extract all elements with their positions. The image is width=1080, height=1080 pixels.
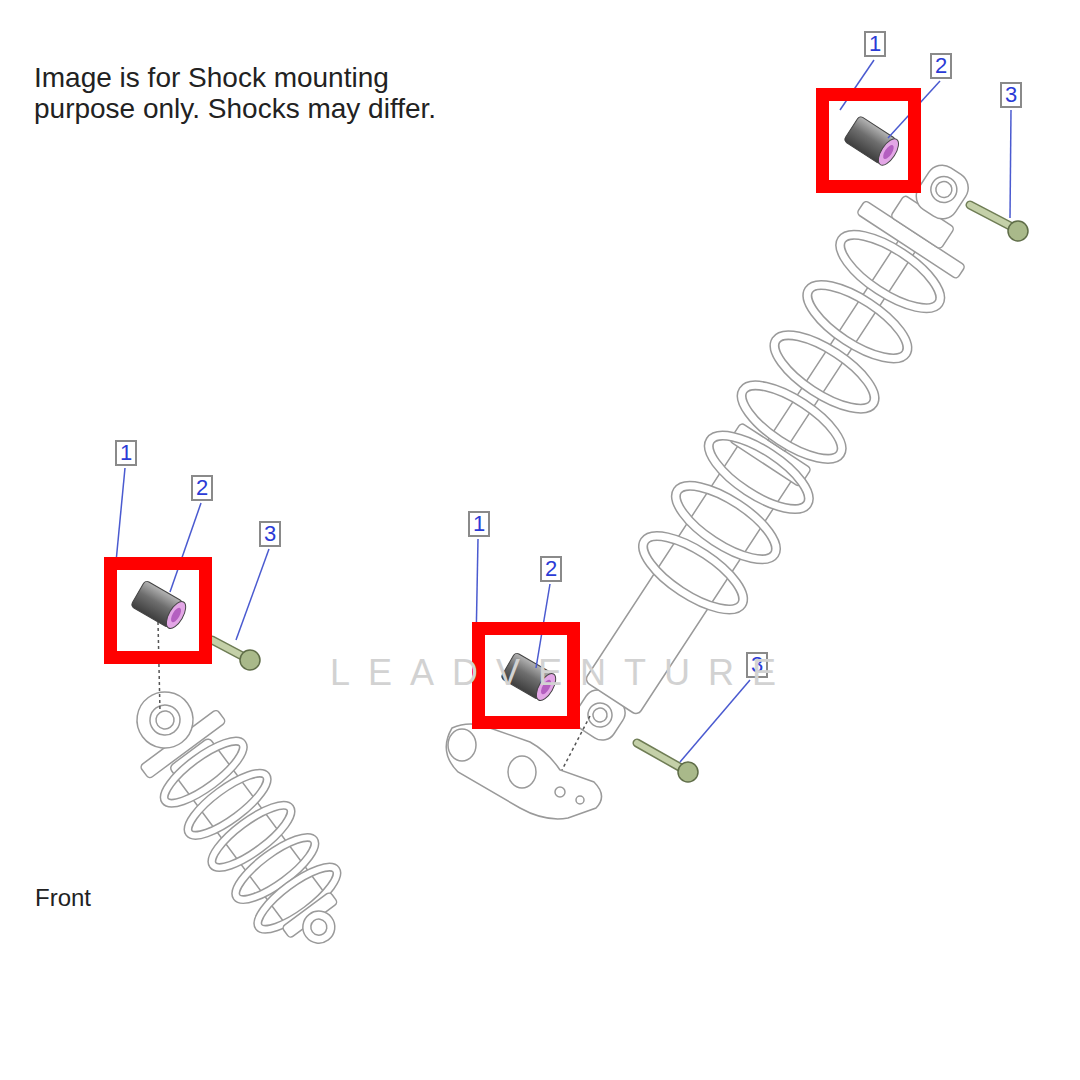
disclaimer-note: Image is for Shock mounting purpose only… [34,62,474,124]
callout-number: 1 [864,31,886,57]
callout-number: 2 [540,556,562,582]
callout-number: 2 [930,53,952,79]
highlight-box [111,95,915,723]
bushing [843,115,902,168]
callout-number: 3 [1000,82,1022,108]
callout-number: 1 [115,440,137,466]
bushing [130,580,189,631]
callout-number: 3 [259,521,281,547]
direction-label: Front [35,884,91,912]
callout-number: 2 [191,475,213,501]
alignment-line [158,622,590,770]
callout-number: 1 [468,511,490,537]
front-shock [110,669,367,969]
watermark: LEADVENTURE [330,652,794,694]
leader-line [116,60,1011,762]
bolt [212,205,1028,782]
